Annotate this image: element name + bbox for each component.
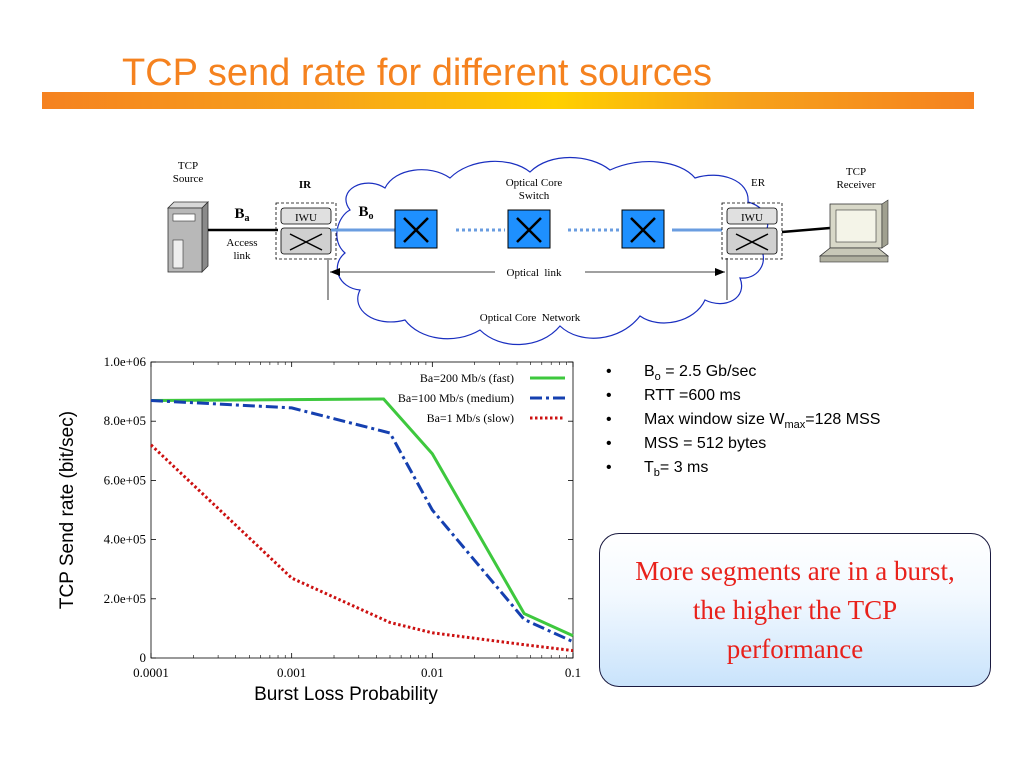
x-axis-label: Burst Loss Probability [254, 684, 438, 705]
legend-label: Ba=1 Mb/s (slow) [427, 411, 514, 425]
y-tick-label: 6.0e+05 [104, 472, 146, 487]
ir-iwu-label: IWU [295, 212, 317, 224]
optical-core-network-cloud [336, 156, 769, 346]
title-underline-bar [42, 92, 974, 109]
parameter-item: •Tb= 3 ms [606, 456, 880, 480]
send-rate-chart: 0 2.0e+05 4.0e+05 6.0e+05 8.0e+05 1.0e+06 0.0… [57, 354, 581, 705]
bullet-dot: • [606, 363, 612, 380]
conclusion-callout: More segments are in a burst, the higher… [599, 533, 991, 687]
parameter-item: •RTT =600 ms [606, 384, 880, 408]
ir-switch-icon [289, 233, 323, 251]
ir-label: IR [299, 179, 312, 191]
y-tick-label: 4.0e+05 [104, 532, 146, 547]
tcp-receiver-computer-icon [818, 199, 890, 263]
callout-text: More segments are in a burst, the higher… [635, 555, 955, 664]
y-tick-label: 1.0e+06 [104, 354, 147, 369]
y-axis-label: TCP Send rate (bit/sec) [57, 411, 78, 609]
parameter-item: •Bo = 2.5 Gb/sec [606, 360, 880, 384]
optical-core-network-label: Optical Core Network [480, 312, 581, 324]
parameter-list: •Bo = 2.5 Gb/sec •RTT =600 ms •Max windo… [606, 360, 880, 480]
bullet-dot: • [606, 411, 612, 428]
y-tick-label: 0 [140, 650, 147, 665]
series-line-2 [150, 399, 574, 644]
core-switch-1-icon [394, 209, 438, 249]
x-tick-label: 0.0001 [133, 665, 169, 680]
bullet-dot: • [606, 459, 612, 476]
parameter-item: •MSS = 512 bytes [606, 432, 880, 456]
bullet-dot: • [606, 435, 612, 452]
er-iwu-label: IWU [741, 212, 763, 224]
bullet-dot: • [606, 387, 612, 404]
x-tick-label: 0.001 [277, 665, 306, 680]
slide-title: TCP send rate for different sources [122, 52, 713, 94]
series-line-3 [149, 443, 574, 653]
series-line-1 [150, 397, 574, 638]
er-label: ER [751, 177, 766, 189]
tcp-source-computer-icon [167, 201, 209, 273]
x-tick-label: 0.01 [421, 665, 444, 680]
optical-link-label: Optical link [507, 267, 562, 279]
legend-label: Ba=200 Mb/s (fast) [420, 371, 514, 385]
bo-label: Bo [358, 204, 373, 222]
plot-area-frame [150, 361, 574, 659]
core-switch-3-icon [621, 209, 665, 249]
y-tick-label: 8.0e+05 [104, 413, 146, 428]
ba-label: Ba [234, 206, 249, 224]
x-tick-label: 0.1 [565, 665, 581, 680]
er-switch-icon [735, 233, 769, 251]
legend-label: Ba=100 Mb/s (medium) [398, 391, 514, 405]
y-tick-label: 2.0e+05 [104, 591, 146, 606]
parameter-item: •Max window size Wmax=128 MSS [606, 408, 880, 432]
core-switch-2-icon [507, 209, 551, 249]
